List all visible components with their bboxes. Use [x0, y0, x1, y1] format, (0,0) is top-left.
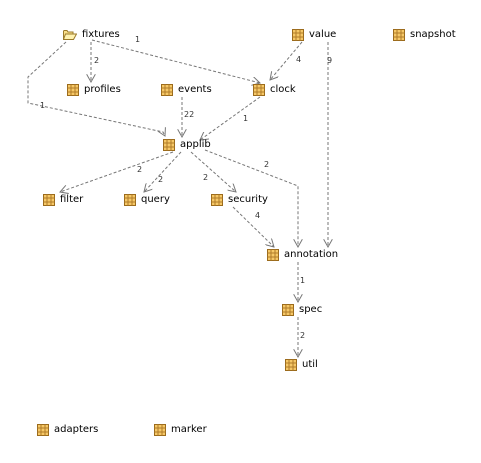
edge-count-label: 4 [296, 55, 301, 64]
edge-count-label: 1 [300, 276, 305, 285]
package-icon [292, 29, 304, 41]
edge-count-label: 4 [255, 211, 260, 220]
edge-count-label: 22 [184, 110, 194, 119]
package-node-fixtures[interactable]: fixtures [63, 28, 120, 42]
edge-count-label: 2 [158, 175, 163, 184]
dependency-edge-applib-filter[interactable] [60, 151, 174, 192]
node-label: spec [299, 304, 323, 315]
dependency-edge-applib-annotation[interactable] [204, 149, 298, 247]
edge-count-label: 2 [137, 165, 142, 174]
package-node-applib[interactable]: applib [163, 138, 211, 152]
package-node-marker[interactable]: marker [154, 423, 207, 437]
package-node-value[interactable]: value [292, 28, 336, 42]
package-node-annotation[interactable]: annotation [267, 248, 338, 262]
node-label: marker [171, 424, 207, 435]
dependency-edge-applib-security[interactable] [190, 151, 236, 192]
package-icon [67, 84, 79, 96]
node-label: applib [180, 139, 211, 150]
edge-count-label: 1 [40, 101, 45, 110]
package-icon [282, 304, 294, 316]
node-label: value [309, 29, 337, 40]
dependency-edge-value-clock[interactable] [270, 41, 303, 80]
edge-count-label: 1 [243, 114, 248, 123]
package-icon [211, 194, 223, 206]
node-label: snapshot [410, 29, 456, 40]
package-node-spec[interactable]: spec [282, 303, 322, 317]
node-label: query [141, 194, 170, 205]
dependency-edge-applib-query[interactable] [144, 151, 182, 192]
edge-count-label: 9 [327, 56, 332, 65]
package-node-util[interactable]: util [285, 358, 318, 372]
package-node-filter[interactable]: filter [43, 193, 83, 207]
package-icon [163, 139, 175, 151]
edge-count-label: 2 [203, 173, 208, 182]
package-icon [267, 249, 279, 261]
node-label: annotation [284, 249, 339, 260]
package-icon [43, 194, 55, 206]
node-label: clock [270, 84, 296, 95]
dependency-edge-security-annotation[interactable] [232, 206, 274, 247]
package-node-events[interactable]: events [161, 83, 212, 97]
package-icon [154, 424, 166, 436]
package-node-adapters[interactable]: adapters [37, 423, 98, 437]
edge-count-label: 2 [300, 331, 305, 340]
package-icon [393, 29, 405, 41]
package-node-clock[interactable]: clock [253, 83, 296, 97]
node-label: adapters [54, 424, 99, 435]
node-label: util [302, 359, 318, 370]
node-label: events [178, 84, 212, 95]
package-node-snapshot[interactable]: snapshot [393, 28, 456, 42]
dependency-edge-fixtures-clock[interactable] [91, 39, 260, 83]
node-label: security [228, 194, 268, 205]
package-node-profiles[interactable]: profiles [67, 83, 121, 97]
edge-count-label: 2 [264, 160, 269, 169]
package-icon [253, 84, 265, 96]
package-node-security[interactable]: security [211, 193, 268, 207]
edge-count-label: 2 [94, 56, 99, 65]
node-label: profiles [84, 84, 121, 95]
package-icon [161, 84, 173, 96]
dependency-edge-clock-applib[interactable] [200, 96, 261, 140]
dependency-edge-fixtures-applib[interactable] [27, 41, 165, 136]
node-label: filter [60, 194, 84, 205]
package-icon [124, 194, 136, 206]
package-icon [37, 424, 49, 436]
edge-count-label: 1 [135, 35, 140, 44]
open-folder-icon [63, 29, 77, 41]
package-icon [285, 359, 297, 371]
node-label: fixtures [82, 29, 120, 40]
package-node-query[interactable]: query [124, 193, 170, 207]
